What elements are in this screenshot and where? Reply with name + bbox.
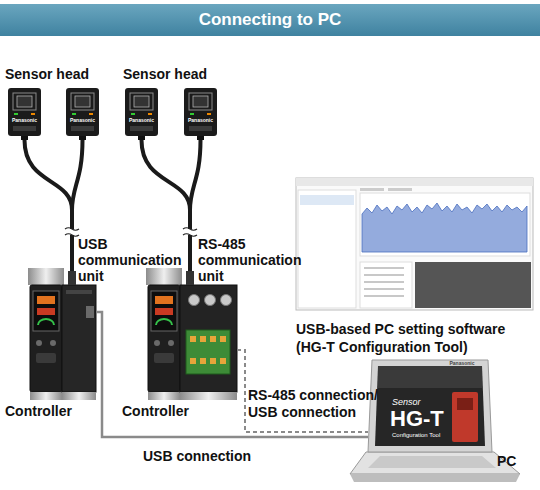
terminal-screw (220, 336, 226, 342)
terminal-screw (220, 358, 226, 364)
laptop-front (350, 474, 520, 482)
device-node: USB communication unit (62, 285, 96, 400)
printed-marking: HG-T (390, 406, 452, 431)
node-label: RS-485 communication unit (198, 236, 303, 284)
printed-marking: Sensor (392, 397, 442, 407)
node-label: USB-based PC setting software (HG-T Conf… (296, 320, 536, 356)
printed-marking: Panasonic (125, 117, 158, 123)
window-titlebar (296, 178, 533, 186)
sensor-cable (142, 140, 191, 210)
terminal-screw (190, 358, 196, 364)
usb-port (86, 306, 94, 318)
laptop-screen (375, 366, 485, 446)
detail-panel (415, 262, 531, 308)
sensor-head (184, 88, 217, 140)
node-label: Controller (122, 403, 212, 419)
device-node: RS-485 communication unit (180, 285, 237, 400)
device-node: USB-based PC setting software (HG-T Conf… (296, 178, 533, 310)
mounting-rail (146, 268, 182, 285)
terminal-block (186, 330, 230, 374)
title-text: Connecting to PC (199, 10, 342, 30)
sensor-head (125, 88, 158, 140)
printed-marking: Panasonic (8, 117, 41, 123)
list-row (300, 195, 354, 205)
printed-marking: Panasonic (184, 117, 217, 123)
laptop-lid (368, 360, 492, 452)
rail-piece (62, 392, 96, 400)
terminal-screw (200, 336, 206, 342)
device-node: Controller (30, 285, 62, 400)
list-line (364, 295, 404, 297)
window-tab (360, 188, 384, 191)
terminal-screw (210, 336, 216, 342)
list-line (364, 281, 404, 283)
value-list (360, 262, 412, 308)
list-line (364, 267, 404, 269)
software-window (296, 178, 533, 310)
rotary-dial (221, 295, 232, 306)
rail-piece (180, 392, 237, 400)
screen-highlight (378, 366, 482, 388)
device-node: Sensor head (4, 64, 110, 210)
node-label: Sensor head (5, 66, 111, 82)
printed-marking: Configuration Tool (392, 432, 452, 439)
controller-unit (148, 285, 180, 400)
window-side-panel (298, 190, 356, 308)
screen-device-detail (457, 398, 473, 410)
title-band (0, 4, 540, 36)
rotary-dial (205, 295, 216, 306)
connection-label: RS-485 connection/ USB connection (248, 387, 388, 421)
sensor-head (8, 88, 41, 140)
printed-marking: Panasonic (66, 117, 99, 123)
chart-area (360, 193, 530, 256)
terminal-screw (200, 358, 206, 364)
sensor-head (66, 88, 99, 140)
unit-strip (66, 290, 92, 294)
controller-unit (30, 285, 62, 400)
cable-plug (186, 271, 194, 285)
printed-marking: Panasonic (440, 360, 484, 366)
device-node: Sensor head (122, 64, 232, 210)
laptop-base (350, 452, 520, 474)
cable-break-mark (65, 228, 79, 237)
node-label: PC (497, 453, 527, 469)
rs485-unit-body (180, 285, 237, 392)
list-line (364, 274, 404, 276)
device-node: Controller (148, 285, 180, 400)
cable-break-mark (183, 228, 197, 237)
node-label: USB communication unit (78, 236, 183, 284)
sensor-cable (72, 140, 83, 210)
waveform (362, 203, 527, 252)
mounting-rail (28, 268, 64, 285)
sensor-cable (190, 140, 201, 210)
laptop-keyboard (368, 456, 496, 468)
terminal-screw (210, 358, 216, 364)
node-label: Sensor head (123, 66, 233, 82)
node-label: Controller (5, 403, 95, 419)
terminal-screw (190, 336, 196, 342)
list-line (364, 288, 404, 290)
sensor-cable (25, 140, 73, 210)
title-layer: Connecting to PC (0, 4, 540, 36)
usb-unit-body (62, 285, 96, 392)
screen-device-image (452, 392, 478, 442)
window-tab (388, 188, 412, 191)
cable-plug (68, 271, 76, 285)
rotary-dial (189, 295, 200, 306)
connection-label: USB connection (143, 448, 273, 465)
